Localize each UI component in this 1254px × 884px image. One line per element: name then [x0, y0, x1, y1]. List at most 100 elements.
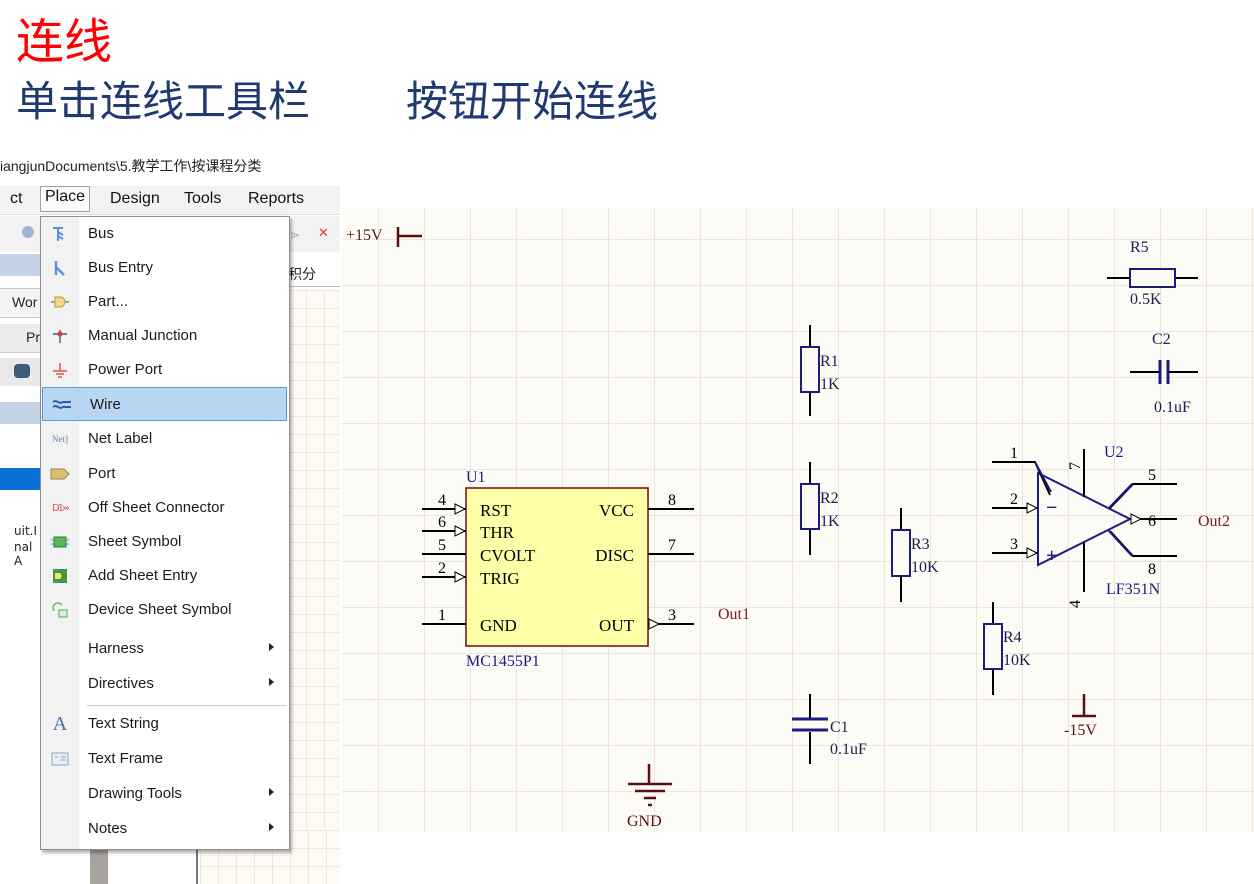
r3-value: 10K: [911, 559, 939, 576]
menu-item-wire[interactable]: Wire: [42, 387, 287, 421]
resistor-r3[interactable]: R3 10K: [891, 508, 939, 602]
place-menu: Bus Bus Entry Part... Manual Junction Po…: [40, 216, 290, 850]
panel-tab[interactable]: Wor: [0, 288, 40, 318]
menu-tools[interactable]: Tools: [184, 190, 222, 207]
menu-reports[interactable]: Reports: [248, 190, 305, 207]
component-u1[interactable]: U1 MC1455P1 4 6 5 2 1 RST THR CVOLT TRIG…: [422, 469, 694, 670]
u1-pin-name: RST: [480, 501, 512, 520]
toolbar-icon[interactable]: ⋗: [290, 228, 301, 242]
ground-label: GND: [627, 813, 662, 830]
menu-bar: ct Place Design Tools Reports: [0, 186, 340, 215]
resistor-r4[interactable]: R4 10K: [983, 602, 1031, 695]
u1-pin-name: GND: [480, 616, 517, 635]
u1-pin-num: 6: [438, 514, 446, 531]
part-icon: [49, 293, 71, 311]
power-port-neg[interactable]: -15V: [1064, 694, 1097, 739]
toolbar-strip-right: ⋗ ✕: [288, 216, 340, 252]
u2-pin-num: 7: [1067, 462, 1084, 470]
u1-pin-name: OUT: [599, 616, 635, 635]
u2-pin-num: 4: [1067, 600, 1084, 608]
bus-icon: [49, 225, 71, 243]
menu-item-device-sheet-symbol[interactable]: Device Sheet Symbol: [41, 593, 289, 627]
power-port-pos[interactable]: +15V: [346, 227, 422, 247]
net-label-out2[interactable]: Out2: [1198, 513, 1230, 530]
sheet-symbol-icon: [49, 533, 71, 551]
menu-item-part[interactable]: Part...: [41, 285, 289, 319]
u1-pin-num: 2: [438, 560, 446, 577]
menu-item-text-string[interactable]: A Text String: [41, 707, 289, 741]
file-item[interactable]: uit.I: [14, 524, 37, 538]
ground-port[interactable]: GND: [627, 764, 672, 830]
file-item[interactable]: nal A: [14, 540, 33, 568]
menu-item-manual-junction[interactable]: Manual Junction: [41, 319, 289, 353]
r5-designator: R5: [1130, 239, 1149, 256]
net-label-out1[interactable]: Out1: [718, 606, 750, 623]
menu-item-bus-entry[interactable]: Bus Entry: [41, 251, 289, 285]
panel-row[interactable]: Pr: [0, 324, 40, 353]
u1-designator: U1: [466, 469, 486, 486]
resistor-r2[interactable]: R2 1K: [800, 462, 840, 555]
submenu-arrow-icon: [269, 678, 274, 686]
u1-pin-num: 1: [438, 607, 446, 624]
menu-item-drawing-tools[interactable]: Drawing Tools: [41, 777, 289, 811]
toolbar-icon[interactable]: [22, 226, 34, 238]
u2-designator: U2: [1104, 444, 1124, 461]
resistor-r1[interactable]: R1 1K: [800, 325, 840, 416]
menu-item-text-frame[interactable]: Text Frame: [41, 742, 289, 776]
document-tab[interactable]: 积分: [288, 258, 340, 287]
resistor-r5[interactable]: R5 0.5K: [1107, 239, 1198, 308]
r1-designator: R1: [820, 353, 839, 370]
menu-item-harness[interactable]: Harness: [41, 632, 289, 666]
document-path: iangjunDocuments\5.教学工作\按课程分类: [0, 158, 262, 174]
u1-pin-num: 7: [668, 537, 676, 554]
u1-pin-num: 3: [668, 607, 676, 624]
power-port-icon: [49, 361, 71, 379]
project-icon[interactable]: [14, 364, 30, 378]
r1-value: 1K: [820, 376, 840, 393]
app-screenshot: iangjunDocuments\5.教学工作\按课程分类 Wor Pr uit…: [0, 150, 340, 884]
scrollbar[interactable]: [90, 848, 108, 884]
menu-separator: [87, 705, 287, 706]
noninverting-input-symbol: +: [1046, 545, 1057, 567]
submenu-arrow-icon: [269, 643, 274, 651]
menu-item-directives[interactable]: Directives: [41, 667, 289, 701]
file-list: uit.I nal A: [0, 522, 40, 568]
menu-item-bus[interactable]: Bus: [41, 217, 289, 251]
c2-designator: C2: [1152, 331, 1171, 348]
menu-project[interactable]: ct: [10, 190, 23, 207]
slide-subtitle-part1: 单击连线工具栏: [16, 77, 311, 126]
menu-item-add-sheet-entry[interactable]: Add Sheet Entry: [41, 559, 289, 593]
schematic-canvas[interactable]: +15V U1 MC1455P1 4 6 5 2 1 RST THR CVOLT…: [342, 208, 1254, 832]
panel-tab-label: Wor: [12, 294, 38, 310]
text-frame-icon: [49, 750, 71, 768]
r4-value: 10K: [1003, 652, 1031, 669]
component-u2[interactable]: U2 1 2 3 − + 7 4 5 6: [992, 444, 1177, 608]
u2-pin-num: 8: [1148, 561, 1156, 578]
menu-item-port[interactable]: Port: [41, 457, 289, 491]
panel-row-label: Pr: [26, 329, 40, 345]
menu-item-power-port[interactable]: Power Port: [41, 353, 289, 387]
capacitor-c2[interactable]: C2 0.1uF: [1130, 331, 1198, 416]
c2-value: 0.1uF: [1154, 399, 1191, 416]
r2-designator: R2: [820, 490, 839, 507]
u2-pin-num: 3: [1010, 536, 1018, 553]
canvas-fragment: [288, 290, 340, 830]
toolbar-close-icon[interactable]: ✕: [318, 226, 329, 241]
panel-divider: [196, 848, 198, 884]
power-port-neg-label: -15V: [1064, 722, 1097, 739]
c1-value: 0.1uF: [830, 741, 867, 758]
menu-place[interactable]: Place: [40, 186, 91, 212]
selected-project-row[interactable]: [0, 468, 40, 490]
bus-entry-icon: [49, 259, 71, 277]
menu-item-off-sheet-connector[interactable]: D1››› Off Sheet Connector: [41, 491, 289, 525]
u1-pin-name: VCC: [599, 501, 634, 520]
u1-pin-num: 4: [438, 492, 446, 509]
u2-part: LF351N: [1106, 581, 1161, 598]
menu-item-sheet-symbol[interactable]: Sheet Symbol: [41, 525, 289, 559]
capacitor-c1[interactable]: C1 0.1uF: [792, 694, 867, 764]
menu-item-net-label[interactable]: Net] Net Label: [41, 422, 289, 456]
menu-design[interactable]: Design: [110, 190, 160, 207]
u2-pin-num: 1: [1010, 445, 1018, 462]
submenu-arrow-icon: [269, 823, 274, 831]
menu-item-notes[interactable]: Notes: [41, 812, 289, 846]
